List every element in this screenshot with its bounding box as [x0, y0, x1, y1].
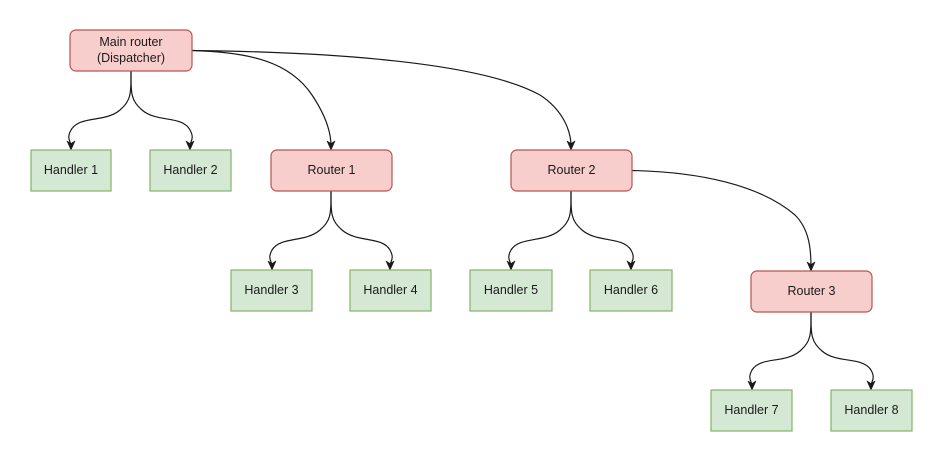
- node-box-router-1[interactable]: [270, 149, 393, 192]
- edge-main-router-to-handler-1: [66, 70, 132, 151]
- edge-line: [191, 49, 572, 147]
- arrowhead-icon: [566, 140, 576, 151]
- node-label-router-2: Router 2: [548, 163, 596, 177]
- node-label-handler-4: Handler 4: [363, 283, 417, 297]
- arrowhead-icon: [806, 261, 816, 272]
- edge-line: [749, 311, 812, 387]
- node-box-handler-4[interactable]: [349, 269, 432, 312]
- edge-router-3-to-handler-8: [810, 311, 876, 391]
- edge-router-1-to-handler-3: [267, 190, 332, 271]
- nodes-layer: Main router (Dispatcher) Handler 1 Handler …: [30, 29, 913, 432]
- node-label-handler-1: Handler 1: [44, 163, 98, 177]
- arrowhead-icon: [185, 140, 195, 151]
- edge-line: [508, 190, 572, 267]
- arrowhead-icon: [747, 380, 757, 391]
- edge-line: [330, 190, 393, 267]
- edge-main-router-to-router-2: [191, 49, 576, 151]
- edge-router-3-to-handler-7: [747, 311, 812, 391]
- node-router-3[interactable]: Router 3: [750, 270, 873, 313]
- node-box-router-2[interactable]: [510, 149, 633, 192]
- edge-line: [269, 190, 332, 267]
- edge-router-1-to-handler-4: [330, 190, 395, 271]
- node-box-handler-8[interactable]: [830, 389, 913, 432]
- arrowhead-icon: [385, 260, 395, 271]
- edges-layer: [66, 49, 876, 391]
- node-label-handler-8: Handler 8: [844, 403, 898, 417]
- arrowhead-icon: [267, 260, 277, 271]
- node-label-handler-6: Handler 6: [604, 283, 658, 297]
- edge-line: [810, 311, 874, 387]
- edge-line: [130, 70, 193, 147]
- node-router-1[interactable]: Router 1: [270, 149, 393, 192]
- node-handler-7[interactable]: Handler 7: [710, 389, 793, 432]
- node-handler-2[interactable]: Handler 2: [149, 149, 232, 192]
- node-box-main-router[interactable]: [69, 29, 193, 72]
- edge-line: [570, 190, 634, 267]
- edge-router-2-to-handler-6: [570, 190, 636, 271]
- node-handler-6[interactable]: Handler 6: [589, 269, 673, 312]
- node-label-main-router-line2: (Dispatcher): [97, 51, 165, 65]
- edge-line: [68, 70, 132, 147]
- node-label-handler-7: Handler 7: [724, 403, 778, 417]
- node-box-handler-1[interactable]: [30, 149, 112, 192]
- edge-main-router-to-handler-2: [130, 70, 195, 151]
- arrowhead-icon: [506, 260, 516, 271]
- edge-router-2-to-handler-5: [506, 190, 572, 271]
- node-box-handler-3[interactable]: [230, 269, 313, 312]
- node-label-handler-3: Handler 3: [244, 283, 298, 297]
- arrowhead-icon: [626, 260, 636, 271]
- node-handler-3[interactable]: Handler 3: [230, 269, 313, 312]
- node-handler-8[interactable]: Handler 8: [830, 389, 913, 432]
- node-label-router-3: Router 3: [788, 284, 836, 298]
- arrowhead-icon: [866, 380, 876, 391]
- edge-line: [191, 49, 332, 147]
- node-handler-5[interactable]: Handler 5: [469, 269, 553, 312]
- node-label-handler-5: Handler 5: [484, 283, 538, 297]
- edge-router-2-to-router-3: [631, 169, 816, 272]
- node-handler-4[interactable]: Handler 4: [349, 269, 432, 312]
- edge-line: [631, 169, 812, 268]
- node-box-handler-7[interactable]: [710, 389, 793, 432]
- node-handler-1[interactable]: Handler 1: [30, 149, 112, 192]
- node-box-handler-2[interactable]: [149, 149, 232, 192]
- node-box-router-3[interactable]: [750, 270, 873, 313]
- node-label-main-router: Main router: [99, 35, 162, 49]
- arrowhead-icon: [66, 140, 76, 151]
- node-box-handler-5[interactable]: [469, 269, 553, 312]
- node-label-handler-2: Handler 2: [163, 163, 217, 177]
- node-label-router-1: Router 1: [308, 163, 356, 177]
- node-router-2[interactable]: Router 2: [510, 149, 633, 192]
- arrowhead-icon: [326, 140, 336, 151]
- edge-main-router-to-router-1: [191, 49, 336, 151]
- node-main-router[interactable]: Main router (Dispatcher): [69, 29, 193, 72]
- node-box-handler-6[interactable]: [589, 269, 673, 312]
